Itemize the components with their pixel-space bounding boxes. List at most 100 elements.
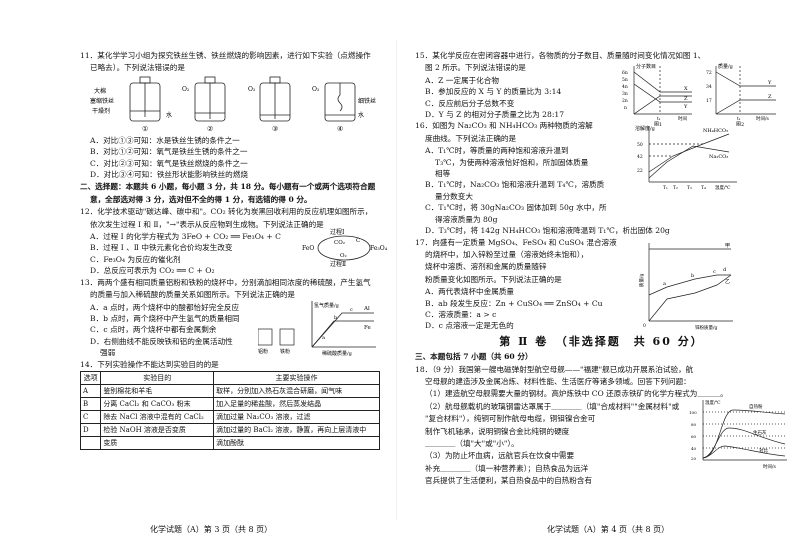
q13-stem-1: 13．两两个盛有相同质量铝粉和铁粉的烧杯中，分别滴加相同浓度的稀硫酸，产生氢气: [80, 277, 371, 287]
q15-option-b: B．参加反应的 X 与 Y 的质量比为 3:14: [425, 87, 562, 97]
q13-point-b: b: [334, 315, 337, 321]
jar-1: [129, 76, 161, 122]
fig11-label-1: 大棉: [94, 87, 106, 95]
right-page: 15．某化学反应在密闭容器中进行，各物质的分子数目、质量随时间变化情况如图 1、…: [397, 0, 794, 543]
fig1-tick: 5n: [622, 77, 628, 83]
q11-option-c: C．对比②③可知：氧气是铁丝燃烧的条件之一: [90, 158, 248, 168]
q13-figure: 铝粉 铁粉 氢气质量/g Al Fe a b c 稀硫酸质量/g: [258, 300, 376, 357]
fig1-tick: 6n: [622, 70, 628, 76]
q18-line: 制作飞机轴承，说明铜镍合金比纯铜的硬度: [425, 426, 570, 436]
q17-curve-metal: [648, 274, 732, 321]
q18-ytick: 20: [691, 456, 697, 461]
q12-label-feo: FeO: [302, 245, 314, 252]
table-cell: B: [79, 396, 102, 411]
fig1-series-x: [633, 71, 692, 93]
fig2-label-y: Y: [767, 80, 772, 86]
fig2-ylabel: 质量/g: [718, 63, 734, 70]
q17-option-d: D．c 点溶液一定是无色的: [425, 321, 514, 331]
q18-label-quicklime: 生石灰: [753, 429, 767, 436]
table-cell: 滴加过量 Na₂CO₃ 溶液，过滤: [213, 409, 380, 424]
q16-stem-2: 度曲线。下列说法正确的是: [425, 133, 517, 143]
table-header-option: 选项: [79, 370, 102, 385]
fig11-label-3: 干燥剂: [92, 107, 110, 115]
q17-origin: 0: [643, 323, 646, 329]
table-cell: 分离 CaCl₂ 和 CaCO₃ 粉末: [100, 396, 215, 411]
q12-label-process-1: 过程Ⅰ: [330, 228, 345, 236]
fig2-series-z: [715, 99, 776, 115]
table-row: C 除去 NaCl 溶液中混有的 CaCl₂ 滴加过量 Na₂CO₃ 溶液，过滤: [79, 409, 380, 424]
q17-figure: 质量/g a b c d 甲 乙 0 锌粉质量/g: [638, 242, 733, 331]
q16-ytick: 22: [637, 168, 643, 174]
table-row: D 检验 NaOH 溶液是否变质 滴加过量的 BaCl₂ 溶液，静置，再向上层清…: [79, 422, 380, 437]
fig1-label-z: Z: [684, 96, 688, 102]
q16-stem-1: 16．如图为 Na₂CO₃ 和 NH₄HCO₃ 两种物质的溶解: [415, 121, 593, 131]
q18-ytick: 100: [689, 410, 697, 415]
fig11-label-2: 塞缩铁丝: [90, 97, 114, 105]
table-row: B 分离 CaCl₂ 和 CaCO₃ 粉末 加入足量的稀盐酸，然后蒸发结晶: [79, 396, 380, 411]
fig2-xlabel: 时间/s: [756, 115, 770, 122]
q16-option-d: D．T₃℃时，将 142g NH₄HCO₃ 饱和溶液降温到 T₁℃，析出固体 2…: [425, 226, 670, 236]
q11-option-d: D．对比③④可知：铁丝形状能影响铁丝的燃烧: [90, 170, 248, 180]
q17-label-jia: 甲: [725, 243, 730, 249]
fig11-label-8: 细铁丝: [358, 97, 376, 105]
q18-figure: 温度/℃ 100 80 60 40 20 自热粉 生石灰 对比 时间/s: [689, 399, 787, 470]
q18-label-self-heating: 自热粉: [749, 403, 763, 410]
fig11-label-5: O₂: [182, 86, 190, 93]
q13-option-a: A．a 点时，两个烧杯中的酸都恰好完全反应: [90, 302, 240, 312]
fig11-label-4: 水: [166, 111, 172, 119]
q16-xlabel: 温度/℃: [715, 184, 731, 191]
q16-ylabel: 溶解度/g: [635, 125, 656, 132]
fig11-num-2: ②: [207, 125, 213, 133]
table-cell: 鉴别棉花和羊毛: [100, 383, 215, 398]
fig11-num-3: ③: [272, 125, 278, 133]
q13-curve-fe: [311, 320, 374, 347]
q12-label-o2: O₂: [340, 253, 347, 259]
q16-xtick: T₃: [687, 185, 692, 191]
q16-option-c: C．T₁℃时，将 30gNa₂CO₃ 固体加到 50g 水中，所: [425, 203, 607, 213]
fig1-tick: 3n: [622, 91, 628, 97]
q13-option-d-cont: 强弱: [100, 348, 116, 358]
fig1-series-y: [633, 83, 692, 103]
q12-label-process-2: 过程Ⅱ: [330, 260, 346, 268]
table-cell: C: [79, 409, 102, 424]
q17-point-d: d: [723, 267, 727, 273]
fig11-label-7: O₂: [312, 86, 320, 93]
q15-option-a: A．Z 一定属于化合物: [425, 75, 499, 85]
question-15: 15．某化学反应在密闭容器中进行，各物质的分子数目、质量随时间变化情况如图 1、…: [415, 50, 788, 126]
q11-figure: 大棉 塞缩铁丝 干燥剂 水 O₂ O₂ O₂ 细铁丝 水 ① ② ③ ④: [90, 76, 376, 133]
q17-ylabel: 质量/g: [638, 273, 645, 287]
q13-option-c: C．c 点时，两个烧杯中都有金属剩余: [90, 325, 217, 335]
q18-line: （3）为防止坏血病，远航官兵在饮食中需要: [425, 451, 575, 461]
q18-curve-control: [702, 445, 786, 458]
q16-label-nh4hco3: NH₄HCO₃: [703, 128, 728, 134]
jar-3: [259, 76, 291, 122]
section-2-heading-2: 意，全部选对得 3 分，选对但不全的得 1 分，有选错的得 0 分。: [90, 194, 312, 204]
q13-label-al: Al: [363, 306, 370, 312]
q16-xtick: T₄: [701, 185, 706, 191]
question-16: 16．如图为 Na₂CO₃ 和 NH₄HCO₃ 两种物质的溶解 度曲线。下列说法…: [415, 120, 788, 236]
question-14: 14．下列实验操作不能达到实验目的的是 选项 实验目的 主要实验操作 A 鉴别棉…: [79, 359, 387, 450]
question-12: 12．化学技术驱动"碳达峰、碳中和"。CO₂ 转化为炭黑回收利用的反应机理如图所…: [80, 206, 388, 276]
q18-ylabel: 温度/℃: [705, 399, 721, 406]
q17-stem-3: 烧杯中溶质、溶剂和金属的质量随锌: [425, 262, 547, 272]
q17-stem-1: 17．向盛有一定质量 MgSO₄、FeSO₄ 和 CuSO₄ 混合溶液: [415, 237, 617, 247]
q14-stem: 14．下列实验操作不能达到实验目的的是: [80, 359, 219, 369]
fig1-ylabel: 分子数目: [636, 63, 656, 70]
table-header-row: 选项 实验目的 主要实验操作: [79, 370, 380, 385]
q13-label-fe-powder: 铁粉: [280, 348, 290, 355]
q16-option-b: B．T₁℃时，Na₂CO₃ 饱和溶液升温到 T₄℃，溶质质: [425, 180, 605, 190]
q15-figures: 分子数目 6n 5n 4n 3n 2n n X Y Z t₁ 时间 图1 质量/…: [622, 63, 776, 126]
q12-option-d: D．总反应可表示为 CO₂ ══ C + O₂: [90, 266, 215, 276]
jar-2: [194, 76, 226, 122]
q18-ytick: 60: [691, 434, 697, 439]
question-11: 11．某化学学习小组为探究铁丝生锈、铁丝燃烧的影响因素，进行如下实验（点燃操作 …: [80, 50, 387, 180]
fig2-tick: 34: [706, 84, 712, 90]
q18-line: 18．（9 分）我国第一艘电磁弹射型航空母舰——"福建"舰已成功开展系泊试验，航: [415, 364, 694, 374]
q13-option-d: D．右侧曲线不能反映铁和铝的金属活动性: [90, 336, 233, 346]
table-cell: 检验 NaOH 溶液是否变质: [100, 422, 215, 437]
q18-ytick: 80: [691, 422, 697, 427]
question-17: 17．向盛有一定质量 MgSO₄、FeSO₄ 和 CuSO₄ 混合溶液 的烧杯中…: [415, 237, 788, 332]
fig2-caption: 图2: [736, 122, 744, 126]
fig11-num-1: ①: [142, 125, 148, 133]
fig11-label-6: O₂: [248, 86, 256, 93]
